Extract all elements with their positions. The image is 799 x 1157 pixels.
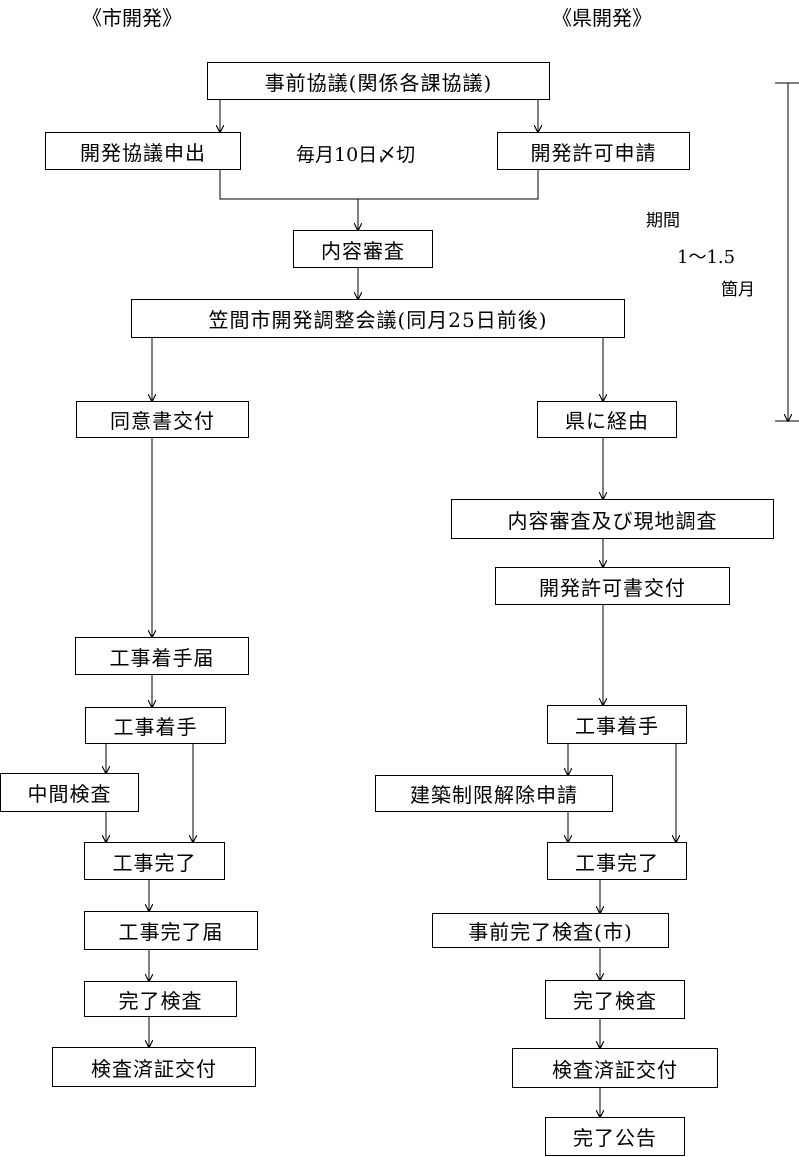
pref-work-done-box: 工事完了 [547, 842, 687, 880]
pref-final-inspection-box: 完了検査 [545, 980, 685, 1019]
content-review-box: 内容審査 [293, 230, 433, 268]
via-prefecture-box: 県に経由 [537, 401, 677, 438]
city-work-done-box: 工事完了 [84, 842, 225, 880]
dev-consultation-apply-box: 開発協議申出 [45, 132, 241, 170]
done-notice-box: 工事完了届 [84, 911, 258, 950]
pref-certificate-issue-box: 検査済証交付 [512, 1048, 718, 1088]
prefecture-development-header: 《県開発》 [552, 6, 652, 30]
merge-line [219, 169, 539, 200]
period-value: 1～1.5 [677, 247, 736, 268]
review-and-site-survey-box: 内容審査及び現地調査 [451, 499, 774, 539]
mid-inspection-box: 中間検査 [0, 773, 139, 812]
pref-work-start-box: 工事着手 [547, 705, 687, 744]
dev-permit-apply-box: 開発許可申請 [497, 132, 690, 170]
start-notice-box: 工事着手届 [75, 637, 249, 675]
city-final-inspection-box: 完了検査 [84, 981, 237, 1017]
pre-consultation-box: 事前協議(関係各課協議) [207, 62, 550, 100]
city-development-header: 《市開発》 [82, 6, 182, 30]
consent-issue-box: 同意書交付 [76, 401, 249, 438]
deadline-label: 毎月10日〆切 [296, 144, 416, 166]
city-work-start-box: 工事着手 [85, 707, 226, 744]
build-restriction-release-box: 建築制限解除申請 [375, 775, 613, 812]
period-unit: 箇月 [721, 280, 755, 300]
pre-final-inspection-box: 事前完了検査(市) [432, 913, 669, 948]
city-certificate-issue-box: 検査済証交付 [52, 1047, 256, 1087]
completion-notice-box: 完了公告 [545, 1117, 685, 1156]
period-title: 期間 [646, 211, 680, 231]
permit-issue-box: 開発許可書交付 [495, 567, 730, 605]
coordination-meeting-box: 笠間市開発調整会議(同月25日前後) [131, 299, 625, 338]
